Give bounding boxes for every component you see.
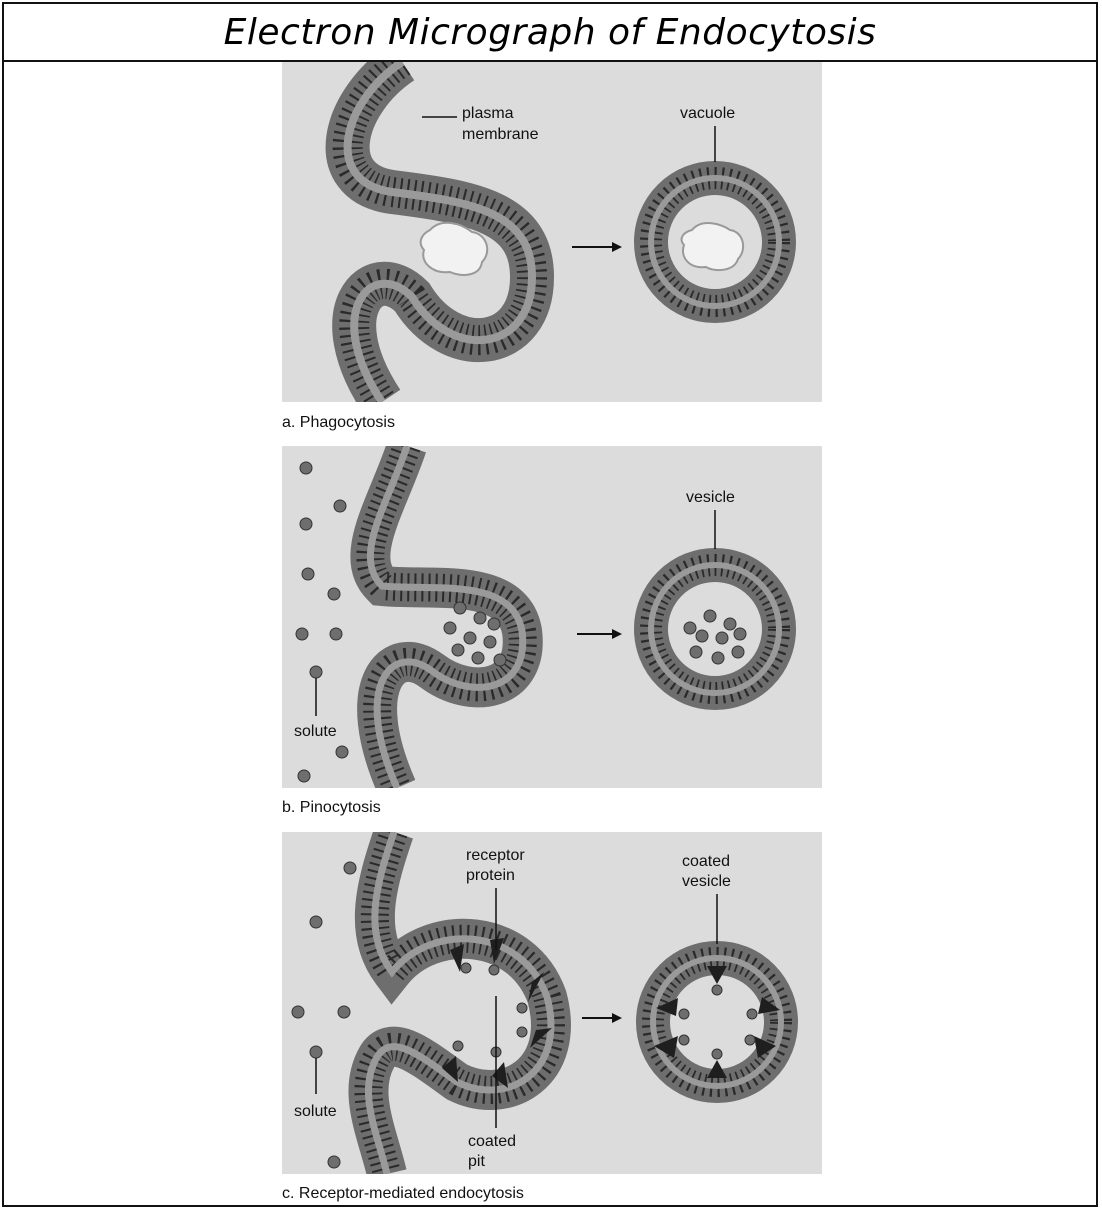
pinocytosis-membrane [370, 446, 522, 788]
phagocytosis-panel: plasma membrane vacuole [282, 62, 822, 402]
pinocytosis-diagram: vesicle solute [282, 446, 822, 788]
arrow [577, 629, 622, 639]
ligand-particles [292, 862, 527, 1168]
arrow [582, 1013, 622, 1023]
pinocytosis-panel: vesicle solute [282, 446, 822, 788]
coated-vesicle-shape [653, 958, 781, 1086]
membrane-label-line2: membrane [462, 126, 539, 143]
vesicle-label: vesicle [686, 489, 735, 506]
solute-label-group: solute [294, 678, 337, 740]
vacuole-label: vacuole [680, 105, 735, 122]
receptor-mediated-panel: receptor protein coated vesicle solute c… [282, 832, 822, 1174]
receptor-label-line2: protein [466, 867, 515, 884]
membrane-label-line1: plasma [462, 105, 514, 122]
solute-label-group: solute [294, 1058, 337, 1120]
membrane-label-group: plasma membrane [422, 105, 539, 143]
coated-vesicle-label-line2: vesicle [682, 873, 731, 890]
coated-vesicle-label-group: coated vesicle [682, 853, 731, 944]
coated-pit-label-line2: pit [468, 1153, 485, 1170]
vacuole-shape [651, 178, 779, 306]
phagocytosis-caption: a. Phagocytosis [282, 414, 395, 432]
phagocytosis-diagram: plasma membrane vacuole [282, 62, 822, 402]
coated-vesicle-label-line1: coated [682, 853, 730, 870]
receptor-mediated-diagram: receptor protein coated vesicle solute c… [282, 832, 822, 1174]
pinocytosis-caption: b. Pinocytosis [282, 799, 381, 817]
receptor-mediated-caption: c. Receptor-mediated endocytosis [282, 1185, 524, 1203]
arrow [572, 242, 622, 252]
solute-label: solute [294, 723, 337, 740]
coated-pit-label-line1: coated [468, 1133, 516, 1150]
vesicle-shape [651, 565, 779, 693]
solute-label: solute [294, 1103, 337, 1120]
title-bar: Electron Micrograph of Endocytosis [2, 2, 1098, 62]
page-title: Electron Micrograph of Endocytosis [224, 12, 877, 53]
vacuole-label-group: vacuole [680, 105, 735, 162]
vesicle-label-group: vesicle [686, 489, 735, 549]
receptor-label-line1: receptor [466, 847, 525, 864]
